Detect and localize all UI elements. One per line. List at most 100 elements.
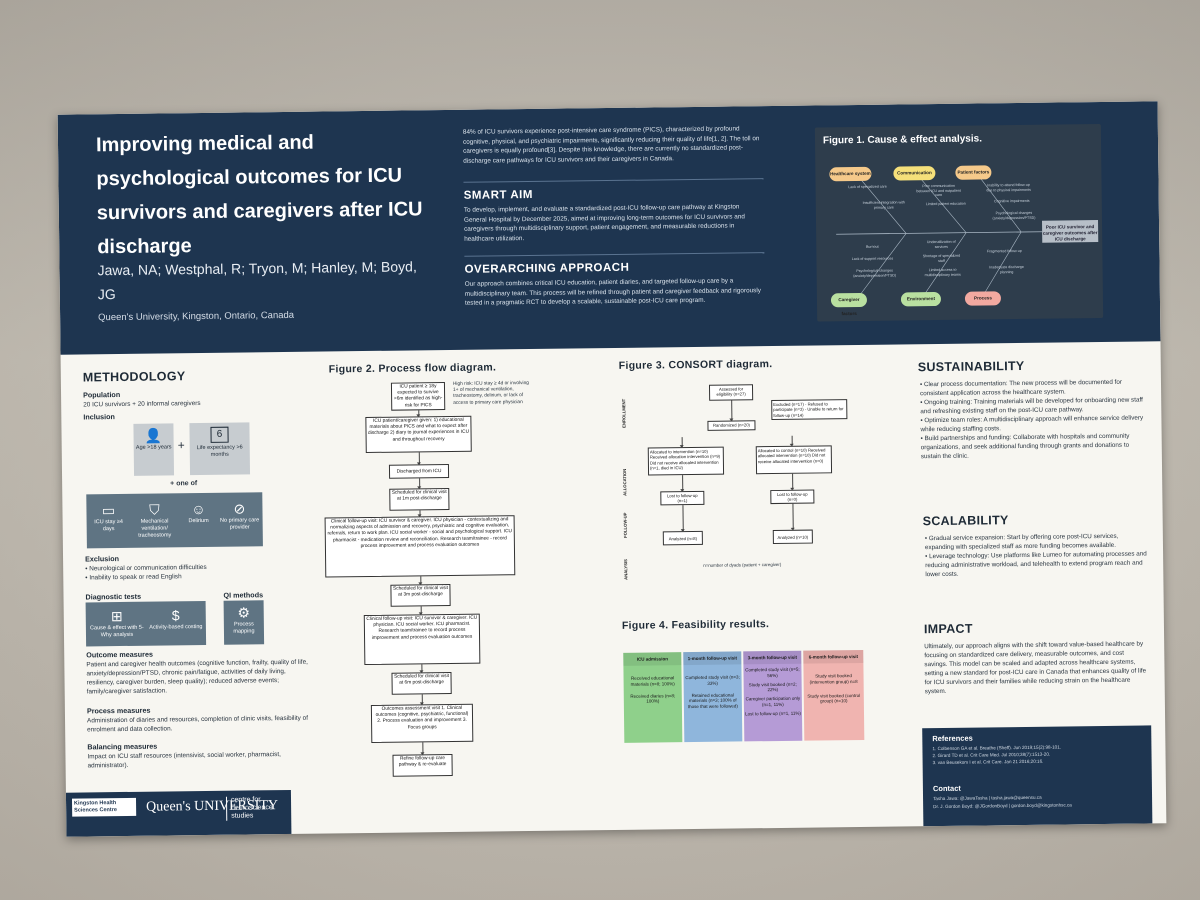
smart-aim-heading: SMART AIM: [463, 188, 533, 202]
criterion-label: ICU stay ≥4 days: [94, 518, 123, 533]
flow-arrow: [421, 694, 423, 705]
outcome-measures-label: Outcome measures: [86, 649, 154, 660]
feasibility-cell: Study visit booked (control group) (n=10…: [807, 692, 861, 704]
inclusion-label: Inclusion: [83, 412, 115, 422]
poster-authors: Jawa, NA; Westphal, R; Tryon, M; Hanley,…: [97, 258, 417, 303]
fishbone-effect: Poor ICU survivor and caregiver outcomes…: [1041, 220, 1099, 243]
fishbone-category: Healthcare system: [829, 166, 872, 182]
feasibility-cell: Completed study visit (n=5; 56%): [745, 666, 800, 678]
calendar-icon: 6: [210, 426, 229, 443]
approach-heading: OVERARCHING APPROACH: [464, 261, 630, 276]
flowchart-icon: ⊞: [110, 607, 123, 625]
feasibility-header: ICU admission: [623, 652, 682, 666]
feasibility-cell: Received diaries (n=8; 100%): [630, 692, 676, 704]
flow-arrow: [421, 664, 423, 673]
high-risk-note: High risk: ICU stay ≥ 4d or involving 1+…: [452, 381, 529, 406]
fishbone-cause: Burnout: [865, 244, 879, 249]
criterion-label: Mechanical ventilation/ tracheostomy: [138, 518, 172, 539]
no-doctor-icon: ⊘: [233, 500, 246, 517]
fishbone-cause: Poor communication between ICU and outpa…: [916, 183, 961, 198]
flow-arrow: [422, 742, 424, 755]
fishbone-cause: Limited patient education: [925, 201, 966, 207]
feasibility-cell: Caregiver participation only (n=1, 11%): [745, 695, 801, 708]
consort-arrow: [792, 503, 794, 530]
flow-step: Scheduled for clinical visit at 3m post-…: [390, 583, 451, 607]
population-label: Population: [83, 390, 121, 400]
fishbone-cause: Psychological changes (anxiety/depressio…: [853, 268, 897, 278]
icu-stay-criterion: ▭ ICU stay ≥4 days: [88, 498, 129, 544]
consort-arrow: [731, 400, 733, 421]
fishbone-cause: Fragmented follow-up: [986, 248, 1022, 254]
scalability-item: • Leverage technology: Use platforms lik…: [925, 550, 1147, 579]
flow-step: Scheduled for clinical visit at 6m post-…: [391, 671, 452, 695]
references-heading: References: [932, 733, 973, 744]
criterion-label: No primary care provider: [220, 517, 260, 531]
feasibility-header: 1-month follow-up visit: [683, 651, 742, 666]
age-tile: 👤 Age >18 years: [133, 423, 175, 476]
fishbone-lines: [836, 171, 1043, 300]
figure-1-fishbone: Figure 1. Cause & effect analysis. Healt…: [814, 124, 1104, 322]
feasibility-cell: Completed study visit (n=3; 33%): [685, 674, 740, 686]
flow-step: Scheduled for clinical visit at 1m post-…: [389, 487, 450, 511]
person-icon: 👤: [144, 427, 163, 444]
contact-heading: Contact: [932, 783, 961, 794]
scalability-list: • Gradual service expansion: Start by of…: [925, 531, 1148, 579]
poster-header: Improving medical and psychological outc…: [57, 101, 1161, 355]
head-icon: ☺: [191, 500, 206, 518]
age-text: Age >18 years: [135, 444, 172, 451]
flow-step: Refine follow-up care pathway & re-evalu…: [392, 753, 453, 777]
feasibility-cell: Retained educational materials (n=3; 100…: [687, 692, 738, 710]
header-divider: [463, 178, 764, 183]
feasibility-header: 6-month follow-up visit: [803, 649, 864, 664]
consort-arrow: [792, 473, 794, 490]
header-divider: [464, 252, 765, 257]
flow-step: ICU patient ≥ 18y expected to survive >6…: [390, 382, 446, 411]
no-primary-care-criterion: ⊘ No primary care provider: [218, 496, 261, 543]
poster: Improving medical and psychological outc…: [57, 101, 1167, 837]
sustainability-heading: SUSTAINABILITY: [917, 358, 1025, 375]
fishbone-cause: Limited access to multidisciplinary team…: [924, 267, 961, 277]
enrollment-label: ENROLLMENT: [621, 398, 627, 428]
feasibility-header: 3-month follow-up visit: [743, 650, 802, 665]
fishbone-cause: Lack of specialized care: [848, 184, 887, 190]
qi-label: Process mapping: [233, 621, 255, 635]
exclusion-item: • Inability to speak or read English: [85, 573, 182, 582]
feasibility-table: ICU admission Received educational mater…: [623, 649, 865, 743]
qi-methods-label: QI methods: [223, 590, 264, 600]
reference-item: 3. van Beusekom I et al. Crit Care. Jan …: [932, 758, 1044, 766]
flow-step: Discharged from ICU: [388, 463, 450, 479]
process-map-icon: ⚙: [237, 604, 251, 621]
analysis-label: ANALYSIS: [623, 559, 629, 580]
consort-excluded: Excluded (n=17) - Refused to participate…: [771, 399, 848, 421]
population-text: 20 ICU survivors + 20 informal caregiver…: [83, 400, 201, 409]
consort-arrow: [682, 475, 684, 492]
contact-item: Dr. J. Gordon Boyd: @JGordonBoyd | gordo…: [933, 802, 1072, 810]
fishbone-category: Process: [964, 291, 1002, 306]
delirium-criterion: ☺ Delirium: [180, 497, 217, 543]
fishbone-cause: Inadequate discharge planning: [989, 264, 1024, 274]
allocation-label: ALLOCATION: [621, 468, 628, 496]
cns-logo: centre for neuroscience studies: [225, 796, 285, 821]
scalability-heading: SCALABILITY: [922, 513, 1009, 529]
consort-lost-intervention: Lost to follow-up (n=1): [660, 490, 705, 506]
impact-heading: IMPACT: [923, 621, 973, 637]
feasibility-column: 1-month follow-up visit Completed study …: [683, 651, 743, 743]
sustainability-list: • Clear process documentation: The new p…: [920, 377, 1145, 461]
fishbone-category: Caregiver factors: [830, 292, 868, 316]
poster-body: METHODOLOGY Population 20 ICU survivors …: [61, 341, 1167, 837]
costing-test: $ Activity-based costing: [148, 603, 204, 644]
consort-note: n=number of dyads (patient + caregiver): [703, 561, 782, 568]
consort-analyzed-intervention: Analyzed (n=8): [662, 530, 703, 546]
sustainability-item: • Build partnerships and funding: Collab…: [920, 432, 1130, 461]
flow-arrow: [420, 576, 422, 585]
fishbone-cause: Inability to attend follow-up due to phy…: [986, 182, 1031, 192]
consort-lost-control: Lost to follow-up (n=0): [770, 489, 815, 505]
logo-bar: Kingston Health Sciences Centre Queen's …: [65, 789, 292, 837]
consort-allocated-control: Allocated to control (n=10) Received all…: [755, 445, 833, 475]
consort-arrow: [682, 505, 684, 532]
flow-step: Clinical follow-up visit: ICU survivor &…: [324, 515, 516, 578]
approach-section: OVERARCHING APPROACH Our approach combin…: [464, 260, 765, 308]
flow-arrow: [420, 606, 422, 615]
life-expectancy-text: Life expectancy >6 months: [196, 444, 243, 458]
outcome-measures-text: Patient and caregiver health outcomes (c…: [86, 658, 308, 696]
